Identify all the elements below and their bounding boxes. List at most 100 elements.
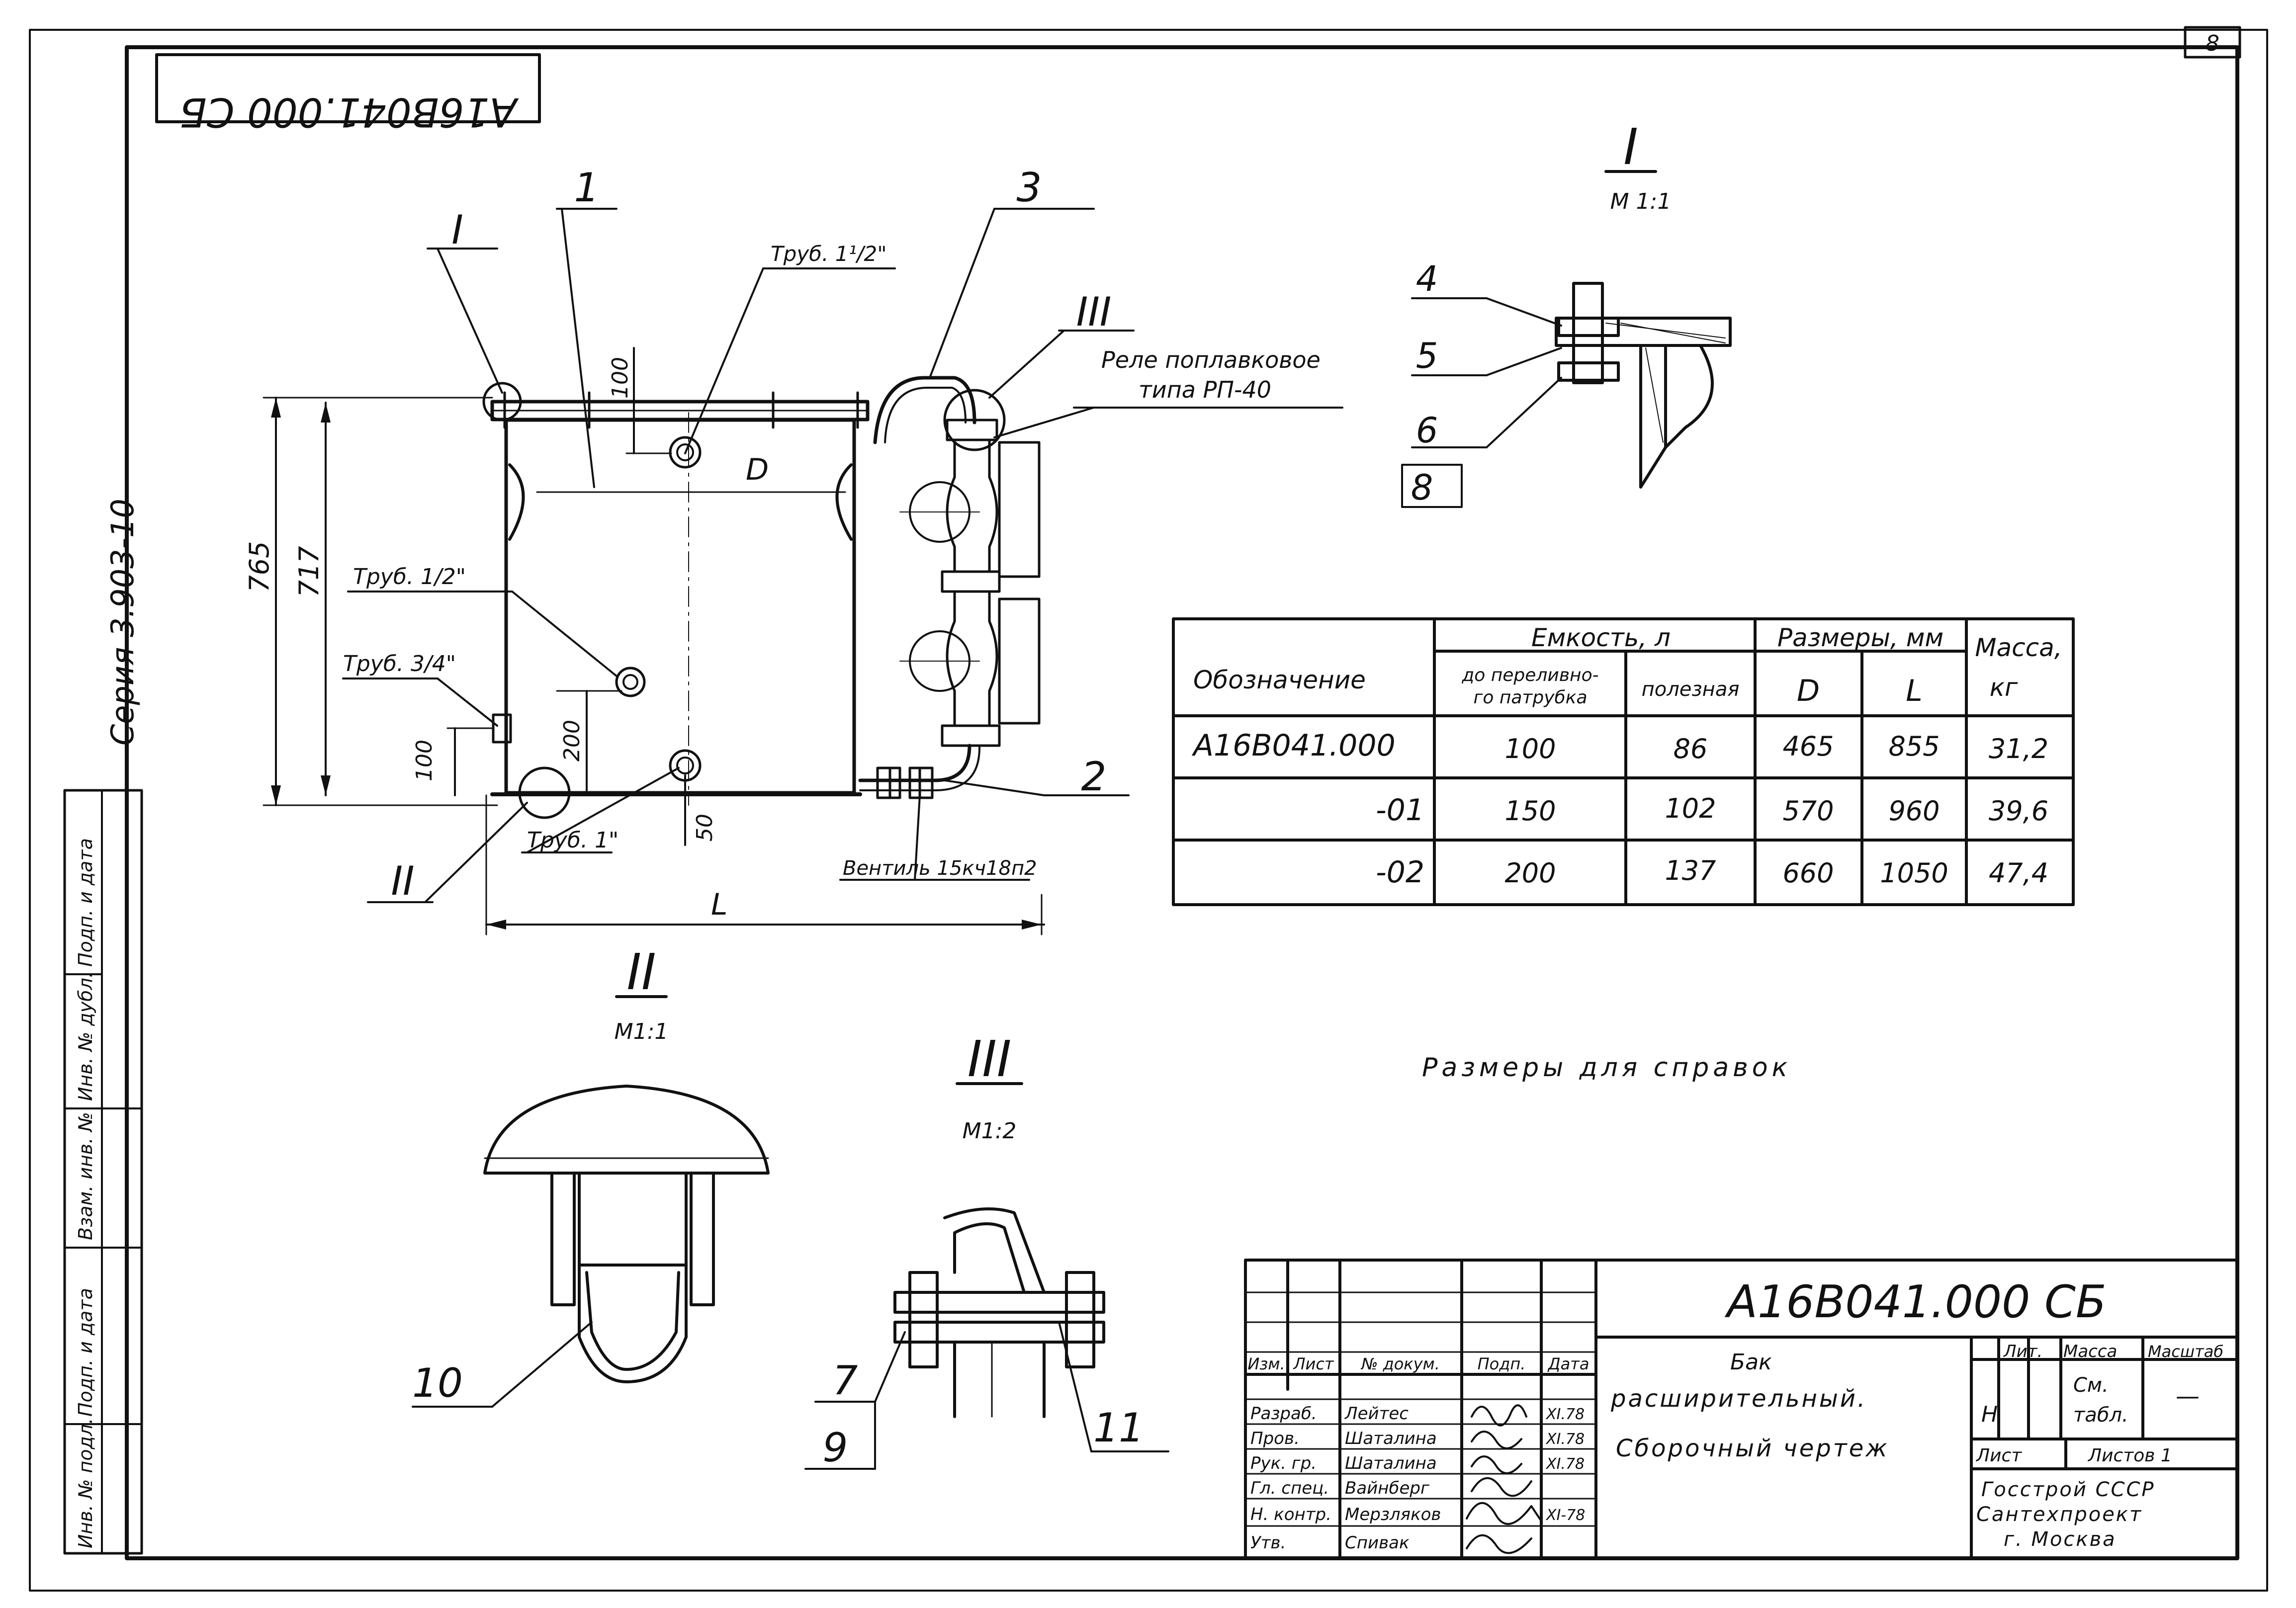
row1-overflow: 150	[1504, 795, 1556, 827]
list-item: Н. контр. Мерзляков XI-78	[1250, 1505, 1585, 1524]
label-valve: Вентиль 15кч18п2	[843, 857, 1037, 880]
main-view: I 1 3 III Труб. 1¹/2" Реле поплавковое т…	[244, 165, 1343, 935]
sig-role-1: Пров.	[1250, 1429, 1300, 1448]
doc-code-stamp: А16В041.000 СБ	[155, 53, 541, 135]
detail-I-circle	[482, 382, 522, 422]
tb-org-line1: Госстрой СССР	[1981, 1478, 2155, 1501]
row2-D: 660	[1782, 857, 1834, 889]
table-row: -02 200 137 660 1050 47,4	[1376, 855, 2048, 890]
hdr-mass-2: кг	[1990, 673, 2018, 702]
detail-III-callout-9: 9	[823, 1425, 848, 1471]
strip-label-vzam-inv: Взам. инв. №	[75, 1112, 96, 1240]
tb-sheet-label: Лист	[1975, 1445, 2022, 1466]
dim-100-bottom: 100	[412, 740, 437, 781]
label-view-III: III	[1076, 289, 1112, 335]
hdr-cap-overflow-2: го патрубка	[1473, 687, 1587, 708]
series-label: Серия 3.903-10	[104, 499, 141, 746]
sig-name-3: Вайнберг	[1345, 1478, 1430, 1498]
tb-org-line2: Сантехпроект	[1976, 1503, 2142, 1526]
sig-date-0: XI.78	[1545, 1406, 1585, 1423]
detail-I-callout-5: 5	[1416, 336, 1438, 376]
detail-III-callout-7: 7	[833, 1357, 858, 1404]
strip-label-podp-data-1: Подп. и дата	[75, 1288, 96, 1417]
detail-III-scale: М1:2	[963, 1118, 1017, 1144]
strip-label-inv-podl: Инв. № подл.	[75, 1418, 96, 1548]
sig-role-3: Гл. спец.	[1250, 1478, 1329, 1498]
row0-designation: А16В041.000	[1191, 728, 1396, 763]
tb-mass-value-1: См.	[2073, 1374, 2109, 1397]
tb-title-line1: Бак	[1730, 1350, 1772, 1375]
leader-lines	[342, 208, 1343, 903]
list-item: Рук. гр. Шаталина XI.78	[1250, 1453, 1585, 1473]
label-relay-line1: Реле поплавковое	[1101, 346, 1321, 373]
hdr-mass-1: Масса,	[1975, 633, 2062, 662]
hdr-dim-D: D	[1797, 674, 1820, 708]
hdr-designation: Обозначение	[1193, 666, 1366, 694]
hdr-cap-useful: полезная	[1642, 678, 1740, 701]
list-item: Пров. Шаталина XI.78	[1250, 1429, 1585, 1448]
detail-III: III М1:2 7 9 11	[804, 1030, 1169, 1471]
row1-D: 570	[1782, 795, 1834, 827]
tb-org-line3: г. Москва	[2004, 1528, 2117, 1551]
row0-L: 855	[1888, 731, 1940, 762]
outlet-pipe	[858, 744, 971, 782]
detail-I-leaders	[1401, 297, 1562, 508]
sig-name-0: Лейтес	[1344, 1404, 1409, 1424]
row2-L: 1050	[1880, 857, 1948, 889]
table-row: -01 150 102 570 960 39,6	[1376, 793, 2048, 828]
tb-scale-label: Масштаб	[2148, 1342, 2223, 1361]
tb-col-list: Лист	[1293, 1354, 1334, 1373]
signature-scribbles	[1466, 1404, 1542, 1554]
row1-designation: -01	[1376, 793, 1424, 828]
left-admin-strip: Инв. № подл. Подп. и дата Взам. инв. № И…	[63, 789, 143, 1555]
table-row: А16В041.000 100 86 465 855 31,2	[1191, 728, 2048, 764]
detail-III-geometry	[893, 1207, 1105, 1418]
dim-717: 717	[293, 546, 325, 597]
row0-D: 465	[1782, 731, 1834, 762]
detail-II: II М1:1 10	[412, 943, 770, 1408]
tb-sheets-label: Листов 1	[2087, 1445, 2172, 1466]
sig-role-4: Н. контр.	[1250, 1505, 1331, 1524]
nozzle-3-4	[492, 713, 512, 744]
detail-II-geometry	[483, 1085, 770, 1383]
row2-overflow: 200	[1504, 857, 1556, 889]
sig-role-0: Разраб.	[1250, 1404, 1317, 1424]
title-block: Изм. Лист № докум. Подп. Дата Разраб. Ле…	[1244, 1259, 2239, 1560]
detail-II-title: II	[627, 943, 656, 1001]
tb-col-date: Дата	[1547, 1354, 1590, 1373]
sheet-number: 8	[2206, 31, 2219, 56]
handle-right	[835, 463, 853, 541]
sig-name-5: Спивак	[1345, 1533, 1410, 1553]
tb-lit-value: Н	[1981, 1402, 1998, 1427]
cover-bolts	[503, 391, 859, 429]
label-pos-2: 2	[1081, 754, 1107, 800]
row0-overflow: 100	[1504, 733, 1556, 764]
tb-col-izm: Изм.	[1247, 1354, 1285, 1373]
label-pos-1: 1	[574, 165, 600, 211]
label-pos-3: 3	[1017, 165, 1042, 211]
spec-table: Обозначение Емкость, л до переливно- го …	[1172, 617, 2075, 906]
relay-pipe-top	[873, 376, 976, 444]
list-item: Гл. спец. Вайнберг	[1250, 1478, 1430, 1498]
row0-useful: 86	[1674, 733, 1708, 764]
row2-designation: -02	[1376, 855, 1424, 890]
label-view-II: II	[391, 858, 414, 904]
tb-col-podp: Подп.	[1478, 1354, 1526, 1373]
row0-mass: 31,2	[1989, 733, 2048, 764]
tb-lit-label: Лит.	[2003, 1342, 2042, 1361]
label-pipe-1-2: Труб. 1/2"	[353, 564, 466, 590]
detail-I-scale: М 1:1	[1610, 189, 1672, 214]
nozzle-1-1-2	[669, 436, 702, 469]
tb-title-line3: Сборочный чертеж	[1616, 1435, 1889, 1462]
label-relay-line2: типа РП-40	[1139, 376, 1271, 403]
detail-I: I М 1:1 4 5 6 8	[1401, 118, 1732, 508]
detail-III-circle	[943, 389, 1006, 451]
dim-100-top: 100	[608, 357, 633, 399]
detail-I-title: I	[1623, 118, 1638, 176]
strip-label-podp-data-2: Подп. и дата	[75, 838, 96, 967]
dim-50: 50	[692, 814, 717, 842]
relay-body-upper	[946, 438, 998, 573]
detail-II-scale: М1:1	[615, 1019, 669, 1044]
sig-role-5: Утв.	[1250, 1533, 1286, 1553]
